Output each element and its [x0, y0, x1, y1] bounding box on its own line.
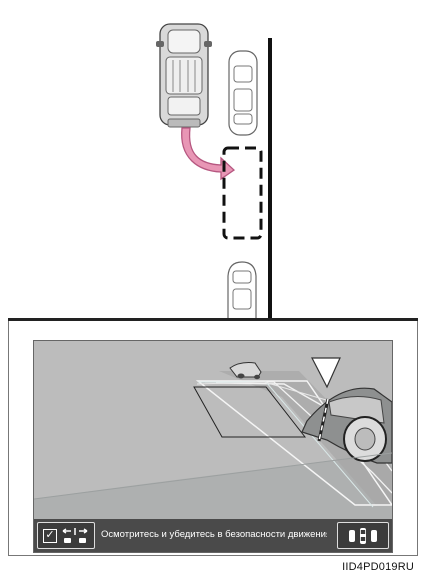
parking-mode-icon	[347, 527, 379, 545]
parked-car-bottom	[228, 262, 256, 318]
parking-illustration	[8, 8, 418, 318]
rear-camera-view: ✓ Осмотритесь и убедитесь в безопасности…	[33, 340, 393, 553]
checkbox-icon: ✓	[43, 529, 57, 543]
moving-suv	[156, 24, 212, 127]
camera-message: Осмотритесь и убедитесь в безопасности д…	[101, 529, 327, 541]
camera-status-bar: ✓ Осмотритесь и убедитесь в безопасности…	[34, 519, 392, 552]
figure-code: IID4PD019RU	[342, 561, 414, 573]
parking-diagram	[8, 8, 418, 318]
parking-guide-icon	[61, 527, 89, 545]
parked-car-top	[229, 51, 257, 135]
parking-mode-button[interactable]	[337, 522, 389, 549]
section-divider	[8, 318, 418, 321]
camera-control-button[interactable]: ✓	[37, 522, 95, 549]
